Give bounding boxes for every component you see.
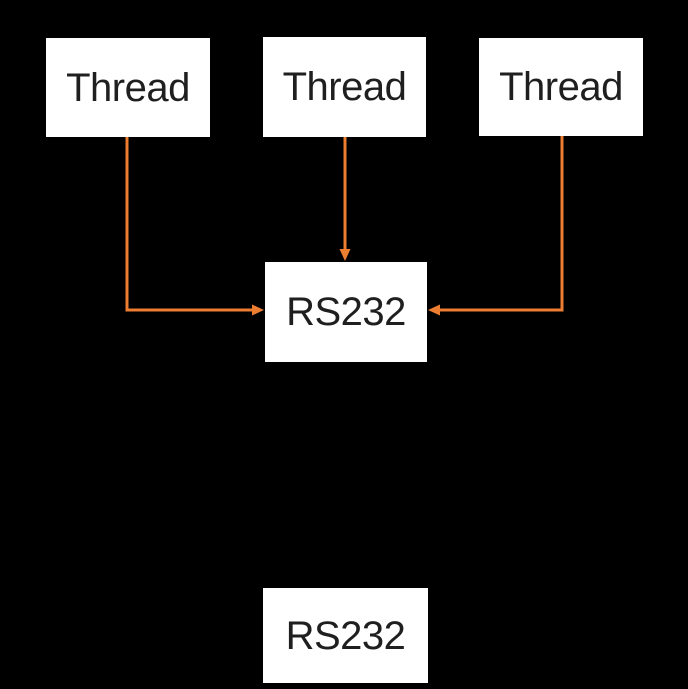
arrowhead-down-icon (339, 249, 351, 261)
node-thread-middle-label: Thread (282, 65, 407, 109)
node-thread-right: Thread (479, 38, 643, 136)
arrow-thread-left-to-rs232 (125, 137, 264, 316)
node-rs232-middle: RS232 (265, 262, 427, 362)
node-thread-right-label: Thread (499, 65, 623, 109)
node-rs232-bottom: RS232 (263, 588, 428, 683)
arrow-thread-middle-to-rs232 (339, 137, 351, 261)
arrowhead-left-icon (428, 304, 440, 316)
node-thread-middle: Thread (263, 37, 426, 137)
node-rs232-bottom-label: RS232 (285, 613, 406, 658)
node-rs232-middle-label: RS232 (286, 290, 406, 334)
arrow-thread-right-to-rs232 (428, 136, 564, 316)
node-thread-left-label: Thread (66, 65, 190, 110)
arrowhead-right-icon (252, 304, 264, 316)
node-thread-left: Thread (46, 38, 210, 137)
